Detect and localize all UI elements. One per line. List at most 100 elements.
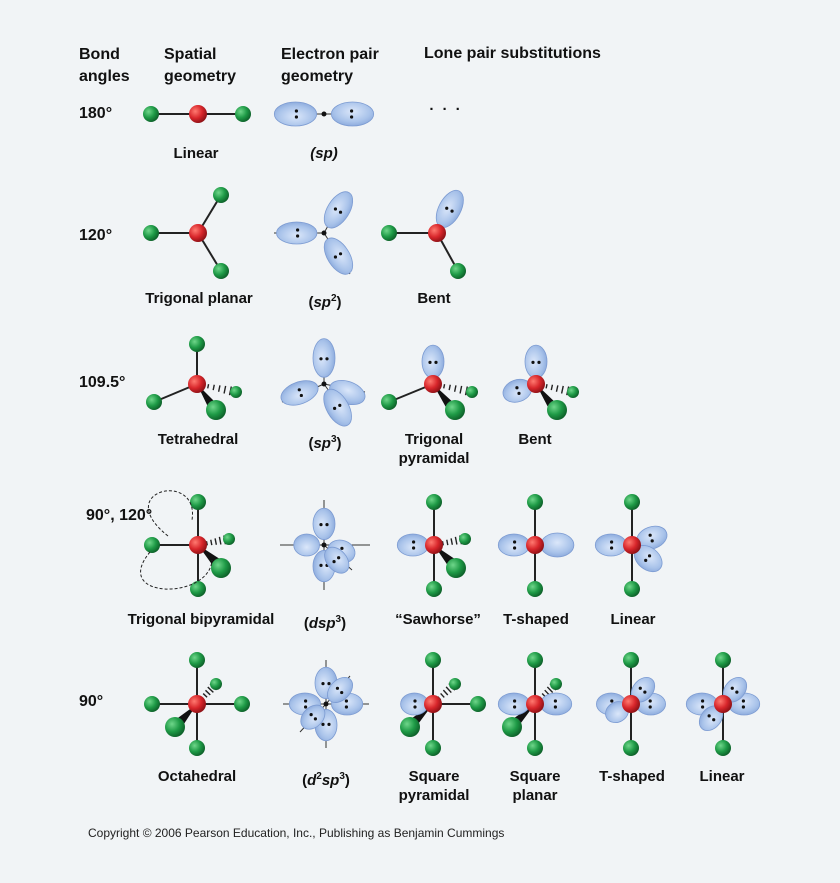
- ligand-atom: [715, 740, 731, 756]
- caption-square-pyramidal: Square pyramidal: [398, 768, 470, 804]
- ligand-atom: [143, 225, 159, 241]
- angle-label-row1: 180°: [79, 105, 113, 122]
- orbital-lobe: [396, 533, 429, 557]
- hash-bond: [459, 385, 463, 394]
- orbital-lobe: [280, 380, 319, 406]
- ligand-atom: [449, 678, 461, 690]
- caption-trigonal-pyramidal: Trigonal pyramidal: [398, 431, 470, 467]
- nucleus-dot: [321, 111, 327, 117]
- nucleus-dot: [321, 542, 327, 548]
- hash-bond: [560, 385, 564, 394]
- orbital-lobe: [540, 532, 575, 558]
- caption-dsp3: (dsp3): [303, 614, 347, 632]
- angle-arc-120: [140, 551, 213, 590]
- ligand-atom: [470, 696, 486, 712]
- hash-bond: [555, 385, 559, 392]
- caption-trigonal-bipyramidal: Trigonal bipyramidal: [127, 611, 275, 628]
- ligand-atom: [425, 652, 441, 668]
- hash-bond: [546, 686, 554, 693]
- hash-bond: [202, 693, 208, 698]
- central-atom: [428, 224, 446, 242]
- caption-octahedral: Octahedral: [157, 768, 237, 785]
- ligand-atom: [527, 494, 543, 510]
- ligand-atom: [190, 494, 206, 510]
- nucleus-dot: [321, 230, 327, 236]
- caption-t-shaped-row4: T-shaped: [503, 611, 569, 628]
- orbital-lobe: [312, 338, 336, 378]
- ligand-atom: [445, 400, 465, 420]
- hash-bond: [218, 536, 222, 545]
- orbital-lobe: [323, 388, 352, 427]
- ligand-atom: [527, 581, 543, 597]
- caption-bent-109: Bent: [518, 431, 552, 448]
- hash-bond: [454, 536, 458, 545]
- central-atom: [526, 695, 544, 713]
- hash-bond: [453, 385, 457, 392]
- hash-bond: [207, 686, 214, 693]
- hash-bond: [207, 384, 210, 389]
- hash-bond: [446, 539, 449, 546]
- caption-sp2: (sp2): [308, 293, 342, 311]
- hash-bond: [450, 538, 454, 545]
- hash-bond: [442, 689, 449, 696]
- angle-arc-90: [148, 490, 193, 537]
- header-electron-pair-geometry: Electron pair geometry: [281, 46, 379, 85]
- ligand-atom: [400, 717, 420, 737]
- ligand-atom: [547, 400, 567, 420]
- caption-square-planar: Square planar: [509, 768, 561, 804]
- ligand-atom: [213, 187, 229, 203]
- ligand-atom: [211, 558, 231, 578]
- ligand-atom: [206, 400, 226, 420]
- ligand-atom: [446, 558, 466, 578]
- orbital-lobe: [273, 101, 318, 127]
- angle-label-row4: 90°, 120°: [86, 507, 153, 524]
- ligand-atom: [144, 537, 160, 553]
- ligand-atom: [381, 225, 397, 241]
- header-lone-pair-substitutions: Lone pair substitutions: [424, 45, 601, 62]
- central-atom: [622, 695, 640, 713]
- orbital-lobe: [497, 533, 530, 557]
- copyright-notice: Copyright © 2006 Pearson Education, Inc.…: [88, 826, 505, 840]
- ligand-atom: [234, 696, 250, 712]
- orbital-lobe: [594, 533, 627, 557]
- caption-sp: (sp): [310, 145, 338, 162]
- hash-bond: [223, 385, 227, 394]
- hash-bond: [205, 541, 208, 546]
- angle-label-row3: 109.5°: [79, 374, 126, 391]
- orbital-lobe: [300, 704, 326, 730]
- caption-bent-120: Bent: [417, 290, 451, 307]
- orbital-lobe: [323, 191, 354, 229]
- ligand-atom: [189, 652, 205, 668]
- angle-label-row5: 90°: [79, 693, 104, 710]
- orbital-lobe: [323, 237, 354, 275]
- caption-linear-row5: Linear: [699, 768, 745, 785]
- ligand-atom: [190, 581, 206, 597]
- ligand-atom: [466, 386, 478, 398]
- central-atom: [527, 375, 545, 393]
- ligand-atom: [210, 678, 222, 690]
- orbital-lobe: [497, 692, 530, 716]
- orbital-lobe: [312, 507, 336, 540]
- ellipsis-no-substitution: · · ·: [429, 101, 463, 118]
- ligand-atom: [146, 394, 162, 410]
- ligand-atom: [381, 394, 397, 410]
- central-atom: [424, 375, 442, 393]
- header-bond-angles: Bond angles: [79, 46, 130, 85]
- orbital-lobe: [524, 344, 548, 379]
- orbital-lobe: [276, 221, 318, 245]
- hash-bond: [214, 538, 218, 545]
- ligand-atom: [189, 336, 205, 352]
- ligand-atom: [213, 263, 229, 279]
- ligand-atom: [527, 740, 543, 756]
- ligand-atom: [426, 494, 442, 510]
- ligand-atom: [450, 263, 466, 279]
- ligand-atom: [459, 533, 471, 545]
- ligand-atom: [426, 581, 442, 597]
- hash-bond: [212, 384, 215, 391]
- ligand-atom: [624, 494, 640, 510]
- hash-bond: [445, 686, 452, 694]
- central-atom: [189, 105, 207, 123]
- ligand-atom: [230, 386, 242, 398]
- hash-bond: [210, 539, 213, 546]
